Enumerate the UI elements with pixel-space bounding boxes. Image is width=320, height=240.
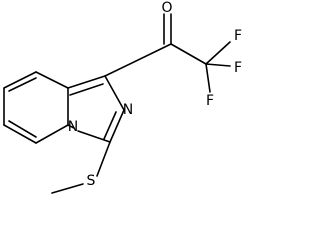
bond [35,124,69,144]
nitrogen-ring-label: N [123,102,133,118]
bond [3,124,37,144]
bond [8,77,37,92]
nitrogen-bridge-label: N [68,119,78,135]
bond [67,75,106,89]
fluorine-top-label: F [234,28,242,44]
bond [205,41,231,65]
bond [104,43,172,77]
bond [109,109,125,143]
bond [3,71,37,89]
bond [96,141,111,177]
bond [205,63,211,93]
bond [170,43,207,65]
atom-labels: O F F F N N S [68,0,242,189]
trifluoroacetyl-group [104,13,231,93]
chemical-structure-diagram: O F F F N N S [3,0,242,194]
bond [77,130,111,143]
fluorine-right-label: F [234,60,242,76]
fluorine-bottom-label: F [206,93,214,109]
bond [8,120,37,138]
bond [104,75,125,111]
bond [67,124,75,129]
bond [35,71,69,89]
pyridine-ring [3,71,69,144]
bond [51,183,84,194]
bond [103,111,117,140]
bond [205,63,231,67]
bond [69,83,104,96]
methylthio-group [51,141,111,194]
oxygen-label: O [161,0,172,16]
sulfur-label: S [87,173,96,189]
imidazole-ring [67,75,125,143]
